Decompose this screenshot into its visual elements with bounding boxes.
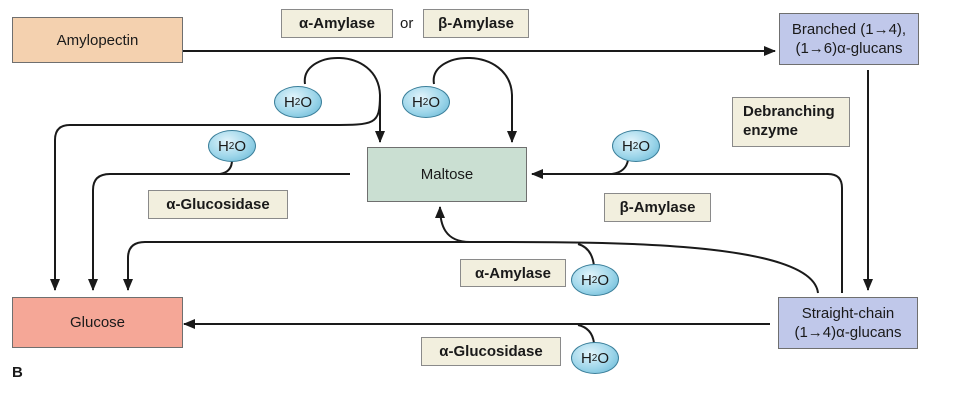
alpha-glucosidase-bottom-label: α-Glucosidase — [421, 337, 561, 366]
beta-amylase-top-label: β-Amylase — [423, 9, 529, 38]
water-stem-alpha-amylase — [577, 243, 595, 267]
arrow-water-loop-1 — [303, 57, 385, 143]
water-stem-beta — [611, 159, 629, 175]
arrow-maltose-to-glucose — [88, 173, 350, 291]
arrow-straight-to-glucose-alpha — [123, 241, 470, 291]
water-stem-glucosidase — [219, 159, 233, 175]
debranching-enzyme-label: Debranching enzyme — [732, 97, 850, 147]
alpha-glucosidase-middle-label: α-Glucosidase — [148, 190, 288, 219]
arrow-water-loop-2 — [432, 57, 517, 143]
maltose-label: Maltose — [420, 166, 474, 183]
water-stem-bottom — [577, 324, 595, 344]
maltose-box: Maltose — [367, 147, 527, 202]
amylopectin-box: Amylopectin — [12, 17, 183, 63]
arrow-straight-to-maltose — [531, 169, 843, 293]
debranching-label-1: Debranching — [743, 103, 835, 120]
arrow-loop-to-glucose — [50, 94, 381, 291]
beta-amylase-right-label: β-Amylase — [604, 193, 711, 222]
alpha-amylase-bottom-label: α-Amylase — [460, 259, 566, 287]
alpha-amylase-top-label: α-Amylase — [281, 9, 393, 38]
branched-glucans-box: Branched (1→4), (1→6)α-glucans — [779, 13, 919, 65]
branched-glucans-label-2: (1→6)α-glucans — [795, 40, 903, 57]
or-text: or — [400, 15, 414, 32]
arrow-straight-to-maltose-alpha — [435, 206, 819, 294]
glucose-box: Glucose — [12, 297, 183, 348]
straight-chain-label-1: Straight-chain — [801, 305, 895, 322]
branched-glucans-label-1: Branched (1→4), — [791, 21, 907, 38]
glucose-label: Glucose — [69, 314, 126, 331]
debranching-label-2: enzyme — [743, 122, 799, 139]
panel-letter: B — [12, 364, 23, 381]
straight-chain-label-2: (1→4)α-glucans — [794, 324, 902, 341]
amylopectin-label: Amylopectin — [56, 31, 139, 49]
straight-chain-glucans-box: Straight-chain (1→4)α-glucans — [778, 297, 918, 349]
